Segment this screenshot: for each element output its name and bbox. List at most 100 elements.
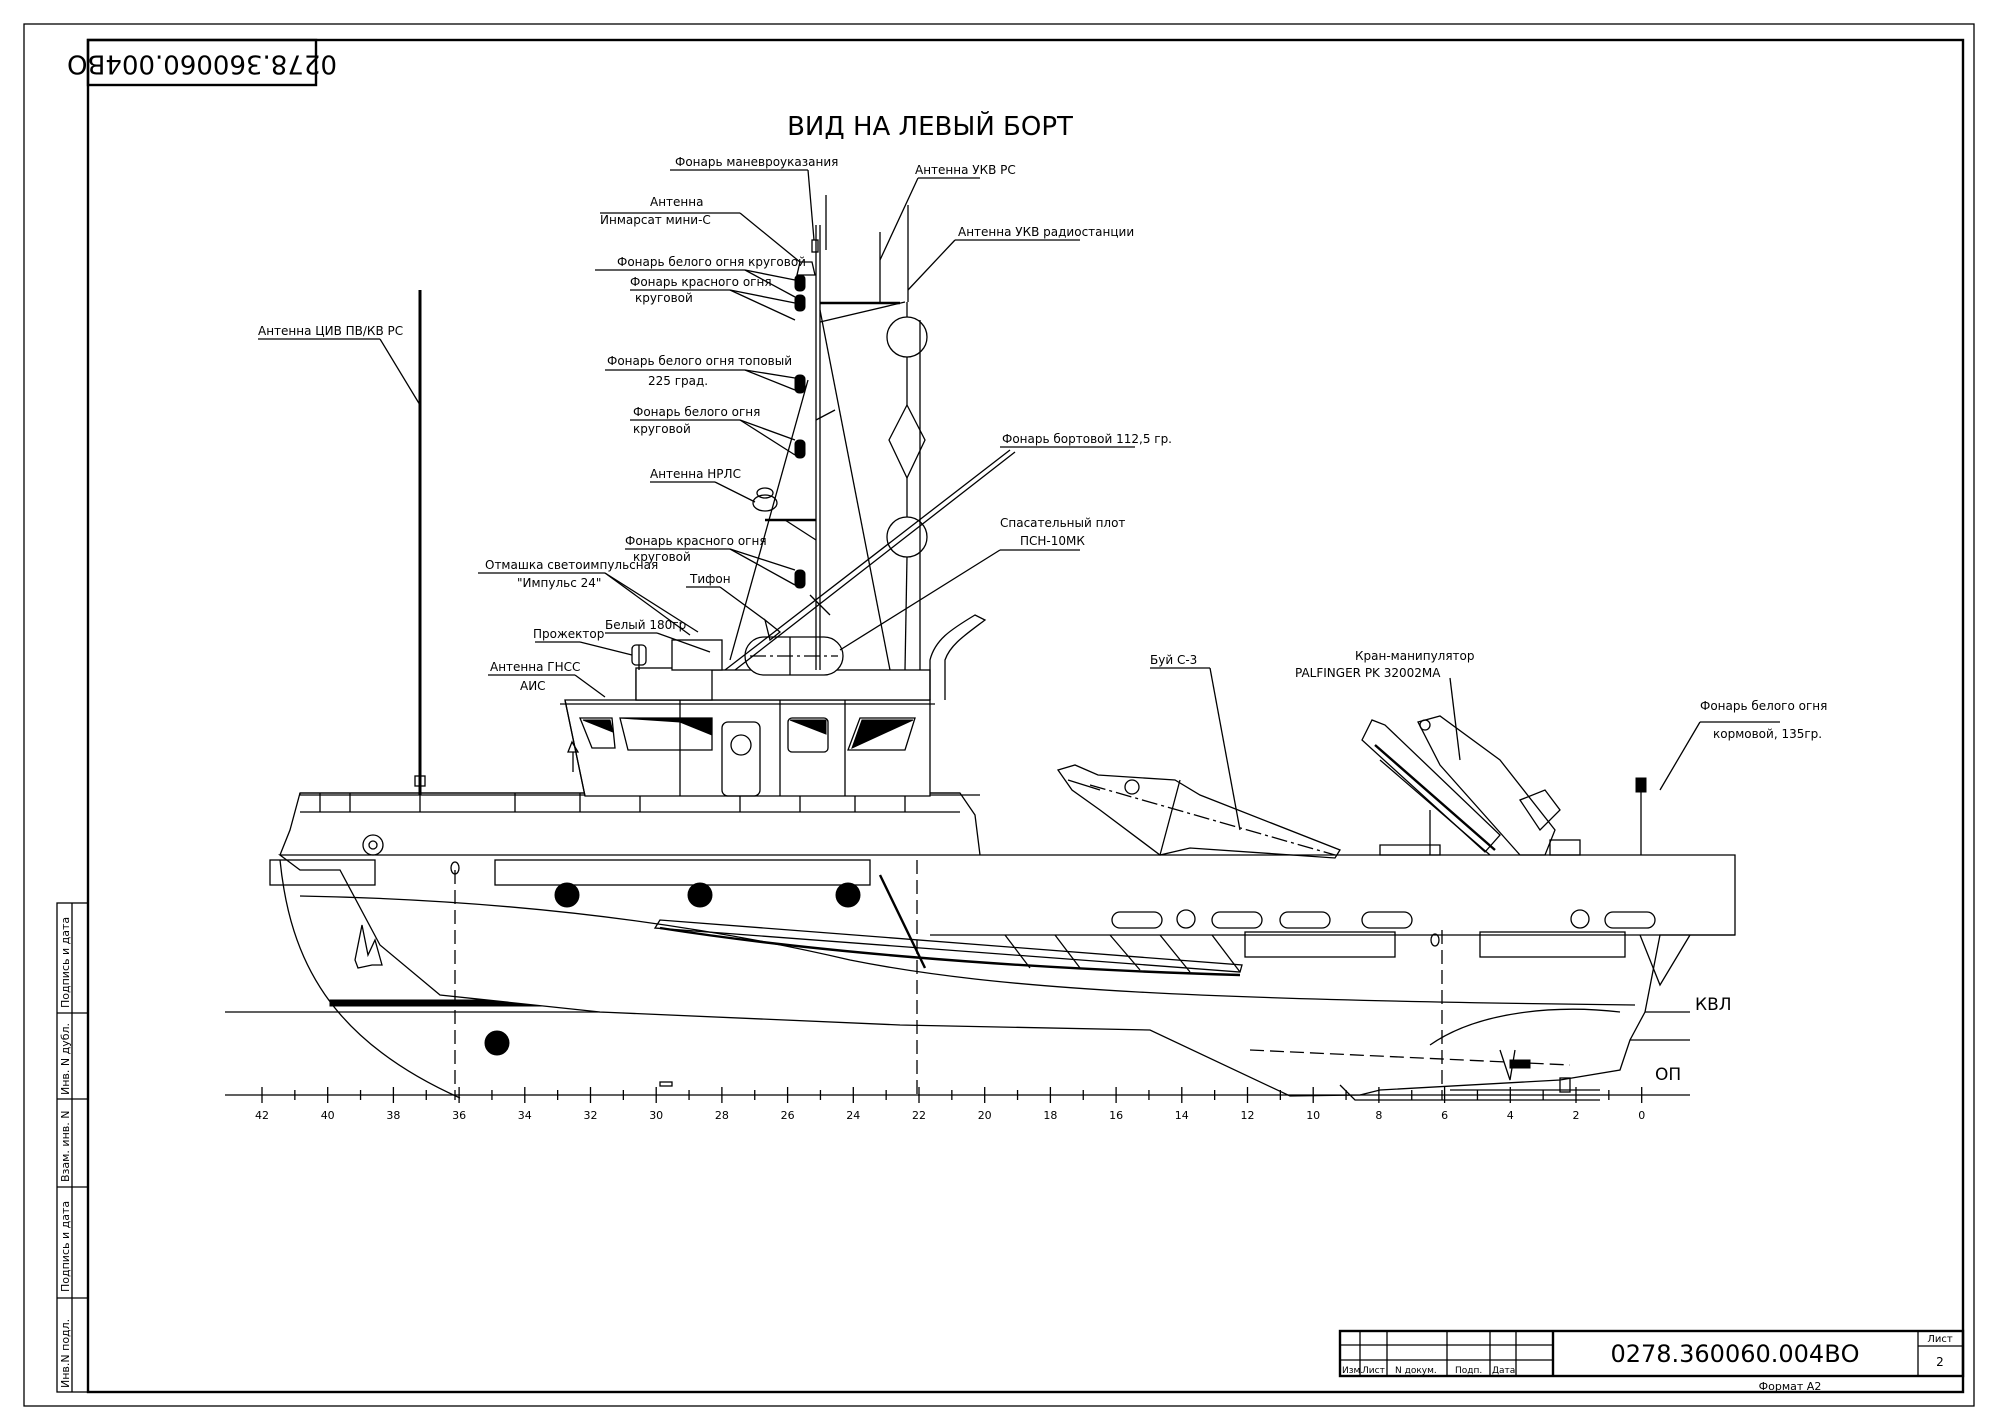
scale-label: 36 [452,1109,466,1122]
scale-label: 18 [1043,1109,1057,1122]
stamp-sign-date-1: Подпись и дата [59,1201,72,1292]
view-title: ВИД НА ЛЕВЫЙ БОРТ [787,110,1073,142]
red-allround-light-low [794,569,806,589]
wheelhouse [560,614,987,797]
label-stern-light-1: Фонарь белого огня [1700,699,1827,713]
label-liferaft-1: Спасательный плот [1000,516,1125,530]
radar-antenna [752,494,778,512]
label-buoy: Буй С-3 [1150,653,1197,667]
scale-label: 30 [649,1109,663,1122]
lifebuoy-racks [1111,909,1656,929]
label-red-allround-low-1: Фонарь красного огня [625,534,767,548]
scale-label: 38 [386,1109,400,1122]
sheet-number: 2 [1936,1355,1944,1369]
porthole [835,882,861,908]
porthole [554,882,580,908]
callout-labels: Фонарь маневроуказания Антенна Инмарсат … [258,155,1827,1085]
scale-label: 4 [1507,1109,1514,1122]
scale-label: 8 [1375,1109,1382,1122]
red-allround-light [794,294,806,312]
stamp-sign-date-2: Подпись и дата [59,917,72,1008]
label-masthead-2: 225 град. [648,374,708,388]
label-side-light: Фонарь бортовой 112,5 гр. [1002,432,1172,446]
stamp-inv-dubl: Инв. N дубл. [59,1023,72,1095]
label-masthead-1: Фонарь белого огня топовый [607,354,792,368]
label-vhf-radio-antenna: Антенна УКВ радиостанции [958,225,1134,239]
callout-leaders [258,169,1780,831]
scale-label: 12 [1241,1109,1255,1122]
label-kvl: КВЛ [1695,995,1732,1015]
label-stern-light-2: кормовой, 135гр. [1713,727,1822,741]
porthole [687,882,713,908]
typhon [763,618,782,642]
scale-label: 24 [846,1109,860,1122]
scale-label: 26 [781,1109,795,1122]
scale-label: 42 [255,1109,269,1122]
label-strobe-1: Отмашка светоимпульсная [485,558,658,572]
scale-label: 34 [518,1109,532,1122]
label-crane-2: PALFINGER PK 32002MA [1295,666,1441,680]
col-podp: Подп. [1455,1366,1482,1376]
drawing-frame [86,38,1965,1394]
sheet-label: Лист [1927,1334,1953,1345]
label-radar-antenna: Антенна НРЛС [650,467,741,481]
scale-label: 20 [978,1109,992,1122]
title-block: Изм. Лист N докум. Подп. Дата 0278.36006… [1338,1329,1965,1378]
scale-label: 22 [912,1109,926,1122]
stamp-inv-podl: Инв.N подл. [59,1319,72,1388]
white-allround-light-mid [794,439,806,459]
label-mf-hf-antenna: Антенна ЦИВ ПВ/КВ РС [258,324,403,338]
label-inmarsat-1: Антенна [650,195,703,209]
mast [724,195,1016,671]
label-white-allround-mid-1: Фонарь белого огня [633,405,760,419]
label-searchlight: Прожектор [533,627,604,641]
label-typhon: Тифон [689,572,731,586]
white-allround-light [794,274,806,292]
liferaft-canister [744,636,844,676]
label-vhf-antenna: Антенна УКВ РС [915,163,1016,177]
stamp-vzam-inv: Взам. инв. N [59,1111,72,1182]
format-label: Формат А2 [1759,1380,1822,1393]
label-white-180: Белый 180гр [605,618,686,632]
sheet-outer-border [23,23,1975,1407]
scale-label: 2 [1573,1109,1580,1122]
stern-light [1635,777,1647,793]
scale-label: 28 [715,1109,729,1122]
label-gnss-2: АИС [520,679,546,693]
label-white-allround-top: Фонарь белого огня круговой [617,255,806,269]
col-data: Дата [1492,1366,1515,1376]
ball-shape-lower [886,516,928,558]
palfinger-crane [1361,715,1581,856]
label-strobe-2: "Импульс 24" [517,576,601,590]
title-block-code: 0278.360060.004ВО [1610,1340,1859,1368]
ball-shape [886,316,928,358]
scale-label: 32 [584,1109,598,1122]
label-inmarsat-2: Инмарсат мини-С [600,213,711,227]
scale-label: 16 [1109,1109,1123,1122]
scale-label: 6 [1441,1109,1448,1122]
rotated-code-box: 0278.360060.004ВО [67,38,337,87]
side-stamp: Инв.N подл. Подпись и дата Взам. инв. N … [56,902,89,1393]
buoy-s3 [1056,764,1341,859]
inmarsat-dome [796,261,816,276]
bow-thruster-grill [484,1030,510,1056]
scale-label: 0 [1638,1109,1645,1122]
col-izm: Изм. [1342,1366,1363,1376]
label-red-allround-top-1: Фонарь красного огня [630,275,772,289]
label-white-allround-mid-2: круговой [633,422,691,436]
label-red-allround-low-2: круговой [633,550,691,564]
anchor-icon [354,924,383,969]
label-red-allround-top-2: круговой [635,291,693,305]
scale-label: 10 [1306,1109,1320,1122]
col-list: Лист [1362,1366,1385,1376]
label-maneuver-light: Фонарь маневроуказания [675,155,838,169]
masthead-light [794,374,806,394]
label-op: ОП [1655,1065,1681,1085]
ship-profile [225,195,1736,1101]
label-gnss-1: Антенна ГНСС [490,660,580,674]
rotated-document-code: 0278.360060.004ВО [67,49,337,79]
fenders [269,859,1626,958]
scale-label: 40 [321,1109,335,1122]
